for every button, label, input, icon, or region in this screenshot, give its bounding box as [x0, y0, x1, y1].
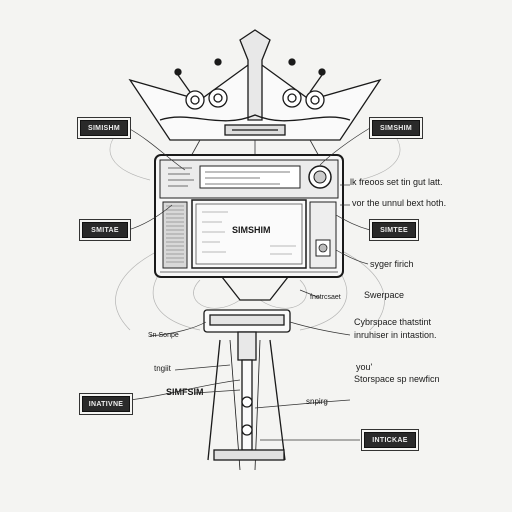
- label-right-2: vor the unnul bext hoth.: [352, 199, 446, 209]
- label-right-9: snpirg: [306, 398, 328, 407]
- label-left-1: tngiit: [154, 365, 171, 374]
- label-right-5: Cybrspace thatstint: [354, 318, 431, 328]
- label-right-7: you': [356, 363, 372, 373]
- tag-middle-right-text: SIMTEE: [380, 227, 408, 234]
- screen-label: SIMSHIM: [232, 226, 271, 236]
- tag-middle-left: SMITAE: [82, 222, 128, 238]
- tag-lower-right-text: INTICKAE: [372, 437, 407, 444]
- device-stand: [204, 277, 290, 470]
- label-right-6: inruhiser in intastion.: [354, 331, 437, 341]
- label-base: fnetrcsaet: [310, 294, 341, 302]
- tag-middle-right: SIMTEE: [372, 222, 416, 238]
- tag-upper-right: SIMSHIM: [372, 120, 420, 136]
- label-left-2: SIMFSIM: [166, 388, 204, 398]
- label-left-small: Sn Sonpe: [148, 332, 179, 340]
- tag-lower-left: INATIVNE: [82, 396, 130, 412]
- tag-upper-right-text: SIMSHIM: [380, 125, 412, 132]
- tag-middle-left-text: SMITAE: [91, 227, 119, 234]
- label-right-1: lk freoos set tin gut latt.: [350, 178, 443, 188]
- tag-upper-left-text: SIMISHM: [88, 125, 120, 132]
- label-right-3: syger firich: [370, 260, 414, 270]
- device-body: [155, 155, 343, 277]
- tag-lower-left-text: INATIVNE: [89, 401, 124, 408]
- label-right-4: Swerpace: [364, 291, 404, 301]
- tag-upper-left: SIMISHM: [80, 120, 128, 136]
- tag-lower-right: INTICKAE: [364, 432, 416, 448]
- label-right-8: Storspace sp newficn: [354, 375, 440, 385]
- crown-ornament: [130, 30, 380, 140]
